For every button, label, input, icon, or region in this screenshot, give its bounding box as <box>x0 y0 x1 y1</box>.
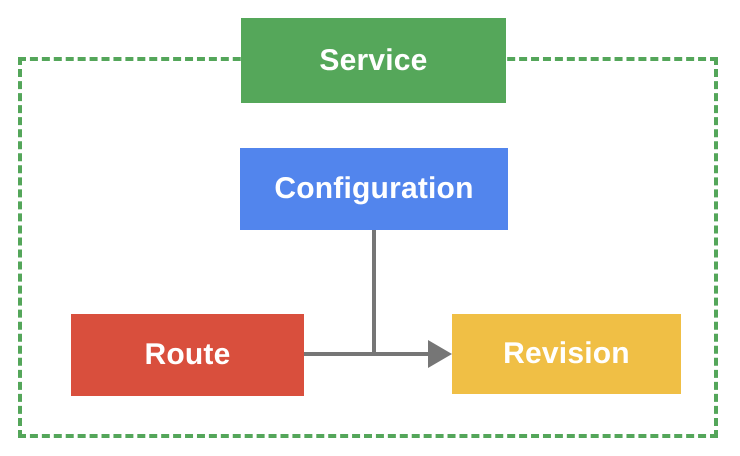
node-service[interactable]: Service <box>241 18 506 103</box>
node-configuration[interactable]: Configuration <box>240 148 508 230</box>
node-service-label: Service <box>319 43 428 77</box>
node-route-label: Route <box>144 338 231 371</box>
node-configuration-label: Configuration <box>274 172 474 205</box>
node-revision-label: Revision <box>503 337 630 370</box>
node-route[interactable]: Route <box>71 314 304 396</box>
node-revision[interactable]: Revision <box>452 314 681 394</box>
